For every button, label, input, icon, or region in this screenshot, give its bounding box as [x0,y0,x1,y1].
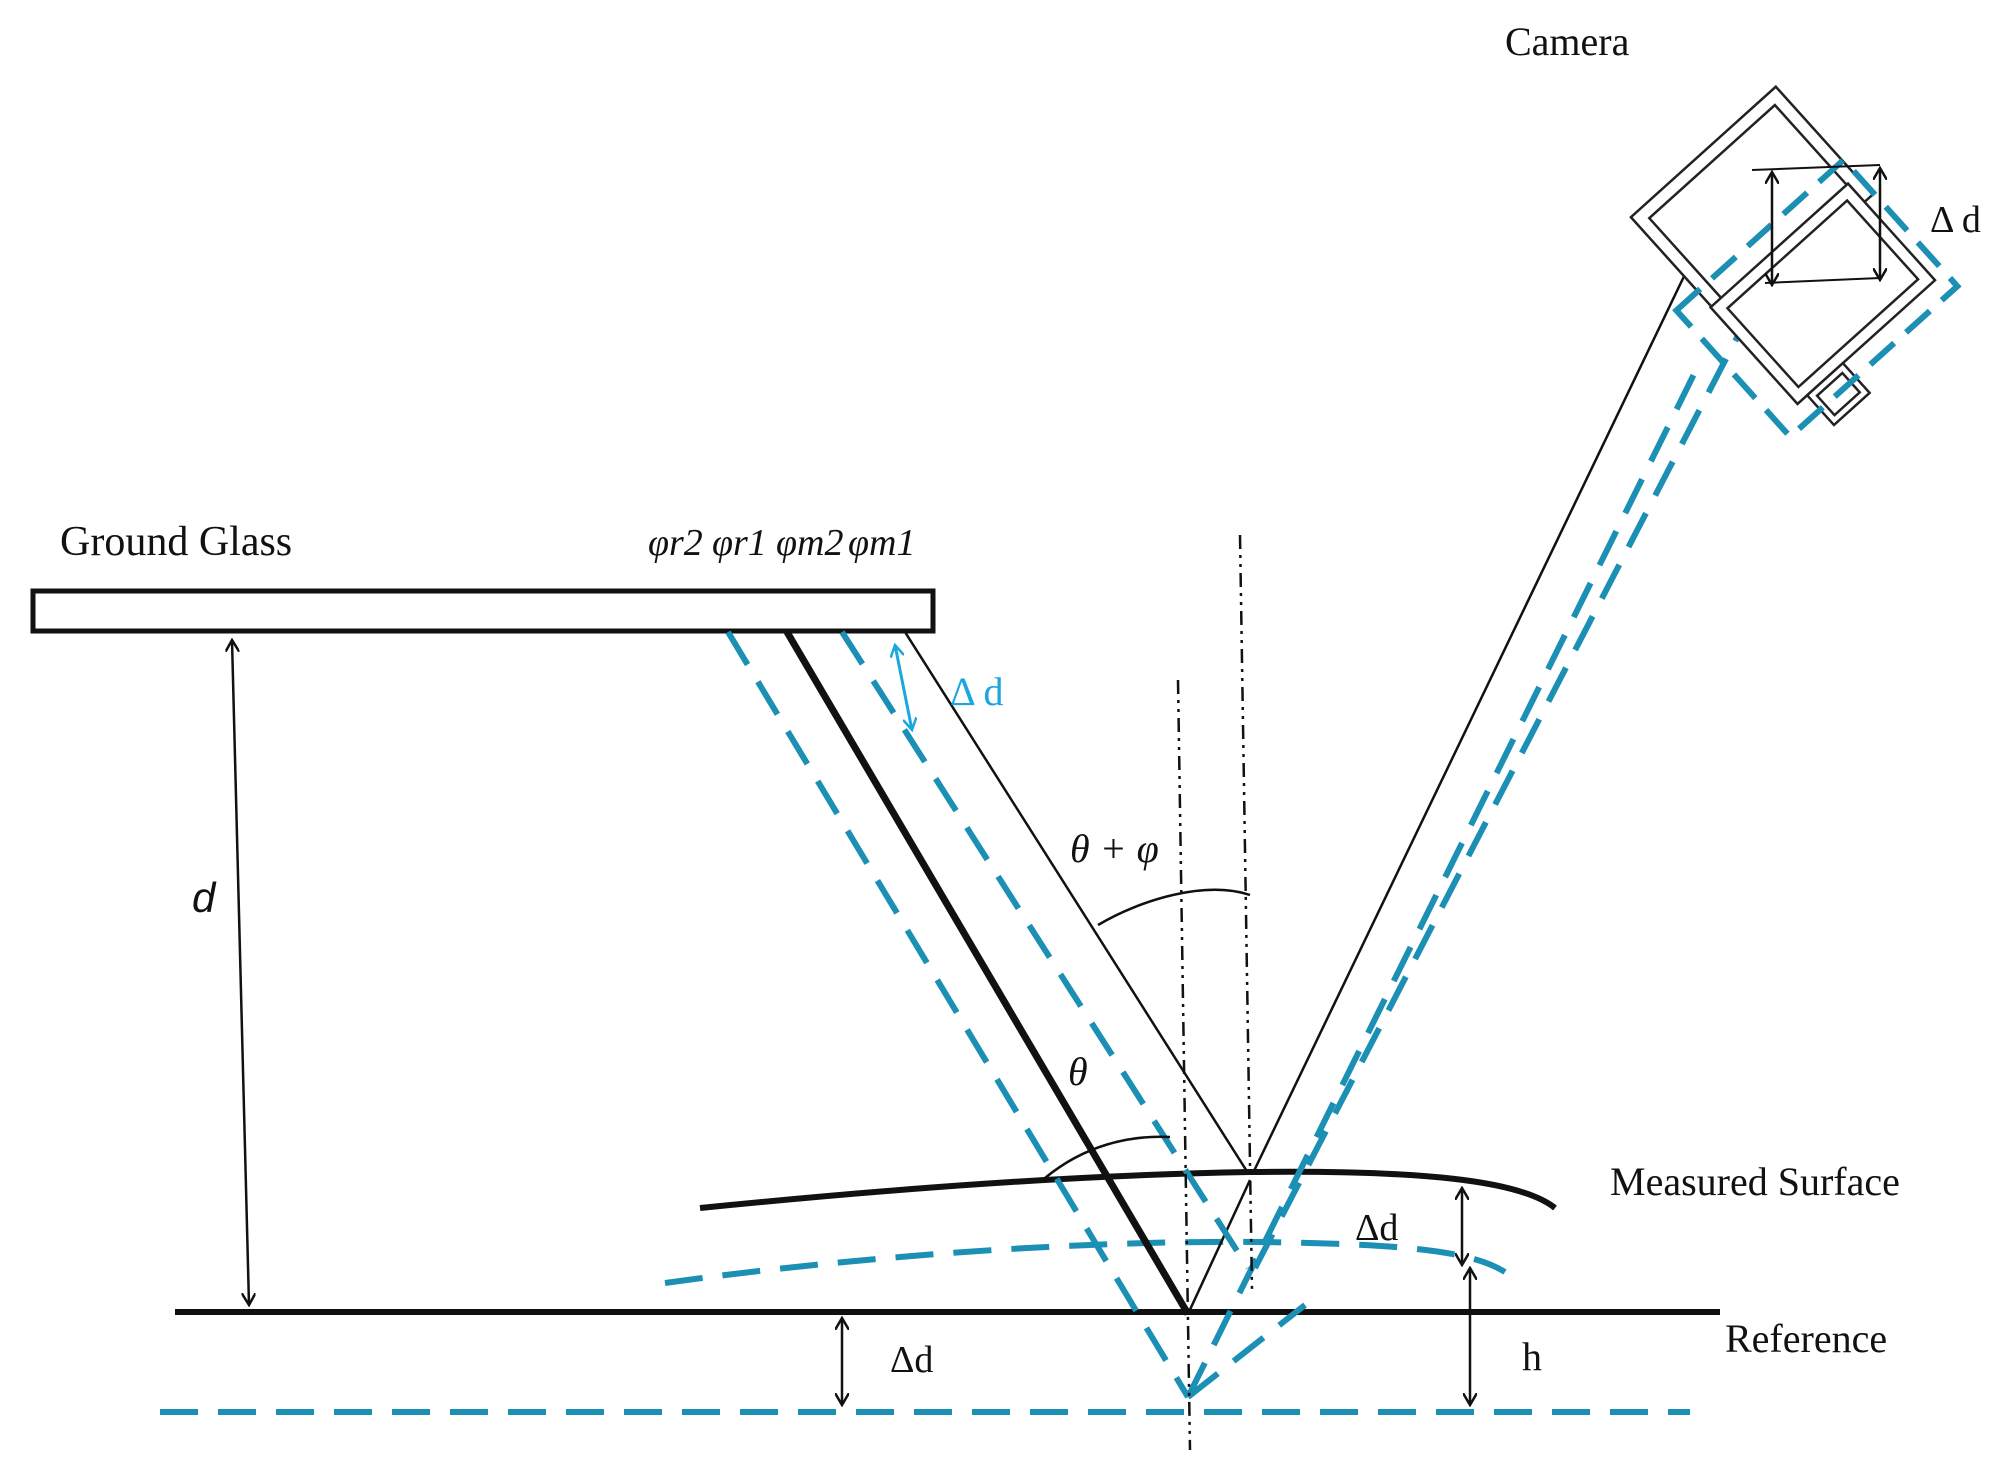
glass-delta-d-label: Δ d [950,669,1004,714]
normal-line-right [1238,534,1254,1291]
angle-arc-theta [1044,1135,1171,1179]
reference-label: Reference [1725,1316,1887,1361]
phase-labels: φr2 φr1 φm2 φm1 [648,522,915,564]
measured-surface-label: Measured Surface [1610,1159,1900,1204]
dashed-incident-ray-right [839,630,1251,1270]
measured-ray-thin [903,631,1250,1174]
phase-m1-label: φm1 [848,522,915,564]
dashed-reflected-ray-inner [1186,1302,1307,1400]
camera-delta-d-top-tick [1751,164,1881,171]
reference-ray-thick [783,630,1192,1316]
phase-m2-label: φm2 [776,522,843,564]
reflected-ray-to-camera [1251,267,1690,1174]
camera-dashed-outline [1672,155,1962,442]
surface-delta-d-label: Δd [1355,1207,1398,1249]
normal-line-left [1176,679,1192,1451]
camera-label: Camera [1505,19,1630,64]
dashed-incident-ray-left [725,630,1191,1399]
shifted-surface-dashed-curve [664,1238,1507,1286]
phase-r1-label: φr1 [712,522,767,564]
ground-glass-label: Ground Glass [60,519,292,565]
d-dimension-arrow [232,640,249,1305]
reflected-ray-reference [1186,1179,1252,1315]
phase-r2-label: φr2 [648,522,703,564]
camera-delta-d-bottom-tick [1764,277,1881,284]
reference-delta-d-label: Δd [890,1339,933,1381]
glass-delta-d-arrow [895,645,912,730]
theta-plus-phi-label: θ + φ [1070,826,1159,871]
d-label: d [192,874,217,921]
ground-glass-plate [30,588,936,634]
dashed-reflected-ray-right [1252,268,1775,1270]
measured-surface-curve [699,1168,1557,1211]
h-label: h [1522,1334,1542,1379]
camera-delta-d-label: Δ d [1930,199,1981,241]
theta-label: θ [1068,1049,1088,1094]
dashed-reflected-ray-outer [1185,360,1703,1399]
angle-arc-theta-plus-phi [1097,888,1251,927]
